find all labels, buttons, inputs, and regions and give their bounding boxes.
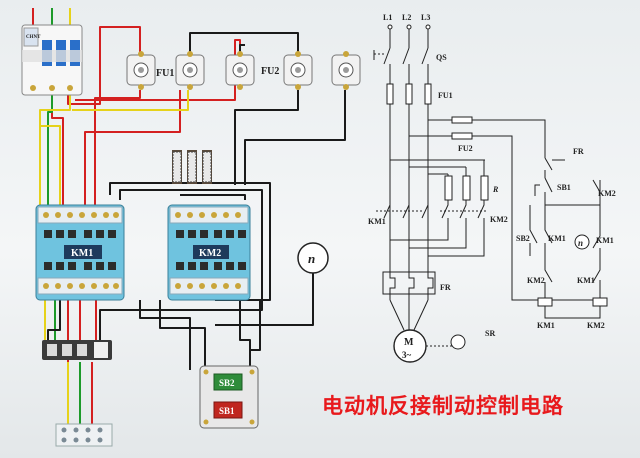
label-l1: L1 bbox=[383, 13, 392, 22]
label-fr-main: FR bbox=[440, 283, 451, 292]
label-coil-km2: KM2 bbox=[587, 321, 605, 330]
km2-label: KM2 bbox=[199, 248, 221, 259]
contactor-km1: KM1 bbox=[35, 204, 125, 301]
fuse-holder bbox=[225, 51, 255, 90]
button-station: SB2 SB1 bbox=[199, 365, 259, 429]
wires-black bbox=[47, 32, 346, 391]
circuit-breaker: CHNT bbox=[21, 24, 83, 96]
motor-letter: M bbox=[404, 337, 414, 348]
fu1-label: FU1 bbox=[156, 68, 174, 79]
label-km2-top: KM2 bbox=[598, 189, 616, 198]
schematic: L1 L2 L3 QS FU1 FU2 R bbox=[368, 13, 616, 363]
label-sr: SR bbox=[485, 329, 495, 338]
page-title: 电动机反接制动控制电路 bbox=[322, 394, 564, 418]
label-km1-hold: KM1 bbox=[548, 234, 566, 243]
fuse-holders: FU1 FU2 bbox=[126, 51, 361, 90]
fuse-holder bbox=[175, 51, 205, 90]
label-sb2: SB2 bbox=[516, 234, 530, 243]
fu2-label: FU2 bbox=[261, 66, 279, 77]
km1-label: KM1 bbox=[71, 248, 93, 259]
braking-resistors bbox=[172, 150, 212, 184]
label-km2-main: KM2 bbox=[490, 215, 508, 224]
breaker-brand: CHNT bbox=[26, 35, 41, 40]
sb1-label: SB1 bbox=[219, 406, 235, 416]
sb2-button[interactable] bbox=[213, 373, 243, 391]
terminal-block bbox=[55, 423, 113, 447]
wires-yellow bbox=[39, 8, 189, 430]
speed-relay-symbol: n bbox=[308, 251, 315, 266]
label-fr-contact: FR bbox=[573, 147, 584, 156]
label-coil-km1: KM1 bbox=[537, 321, 555, 330]
fuse-holder bbox=[126, 51, 156, 90]
sb1-button[interactable] bbox=[213, 401, 243, 419]
label-fu2: FU2 bbox=[458, 144, 473, 153]
fuse-holder bbox=[283, 51, 313, 90]
motor-phase: 3~ bbox=[402, 350, 412, 360]
label-qs: QS bbox=[436, 53, 447, 62]
label-r: R bbox=[492, 185, 499, 194]
speed-relay: n bbox=[297, 242, 329, 274]
label-fu1: FU1 bbox=[438, 91, 453, 100]
sb2-label: SB2 bbox=[219, 378, 235, 388]
label-km1-aux-right: KM1 bbox=[577, 276, 595, 285]
speed-symbol: n bbox=[578, 238, 583, 248]
label-km1-aux: KM1 bbox=[596, 236, 614, 245]
contactor-km2: KM2 bbox=[167, 204, 251, 301]
label-l3: L3 bbox=[421, 13, 430, 22]
label-km2-interlock: KM2 bbox=[527, 276, 545, 285]
label-km1-main: KM1 bbox=[368, 217, 386, 226]
label-sb1: SB1 bbox=[557, 183, 571, 192]
thermal-relay bbox=[42, 340, 112, 360]
label-l2: L2 bbox=[402, 13, 411, 22]
fuse-holder bbox=[331, 51, 361, 90]
wires-green bbox=[47, 8, 81, 430]
